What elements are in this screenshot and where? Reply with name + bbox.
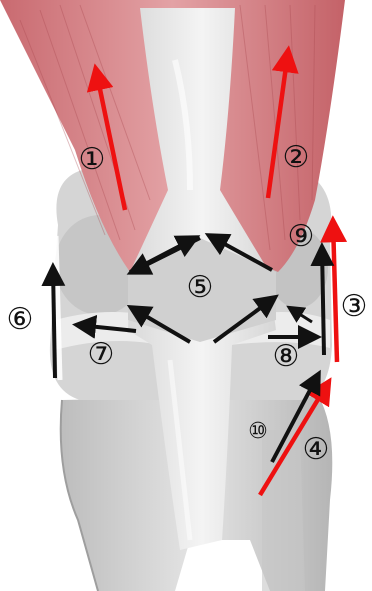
label-9: ⑨ (284, 220, 318, 254)
label-2: ② (279, 141, 313, 175)
label-8: ⑧ (269, 340, 303, 374)
label-10: ⑩ (241, 415, 275, 449)
arrow-9 (322, 248, 324, 355)
label-1: ① (75, 143, 109, 177)
label-7: ⑦ (84, 338, 118, 372)
label-3: ③ (337, 290, 371, 324)
label-4: ④ (299, 433, 333, 467)
label-6: ⑥ (3, 303, 37, 337)
label-5: ⑤ (183, 271, 217, 305)
arrow-6 (53, 268, 55, 378)
